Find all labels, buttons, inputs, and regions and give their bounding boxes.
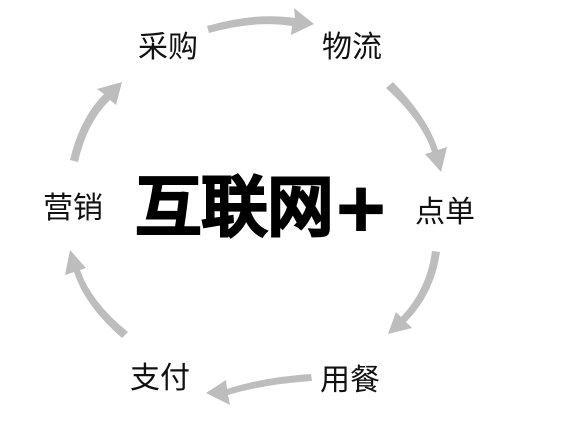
arrow-logistics-to-order	[386, 82, 447, 172]
arrow-dining-to-payment	[206, 374, 312, 405]
node-dining: 用餐	[320, 363, 380, 398]
arrow-purchase-to-logistics	[207, 8, 314, 35]
arrow-order-to-dining	[388, 251, 440, 334]
node-order: 点单	[415, 195, 475, 230]
node-logistics: 物流	[322, 30, 382, 65]
arrow-marketing-to-purchase	[70, 82, 122, 162]
node-labels: 采购 物流 点单 用餐 支付 营销	[43, 30, 475, 398]
node-purchase: 采购	[138, 30, 198, 65]
center-title: 互联网+	[135, 169, 388, 246]
flow-arrows	[65, 8, 447, 405]
node-marketing: 营销	[43, 191, 103, 226]
arrow-payment-to-marketing	[65, 250, 128, 338]
node-payment: 支付	[130, 361, 190, 396]
